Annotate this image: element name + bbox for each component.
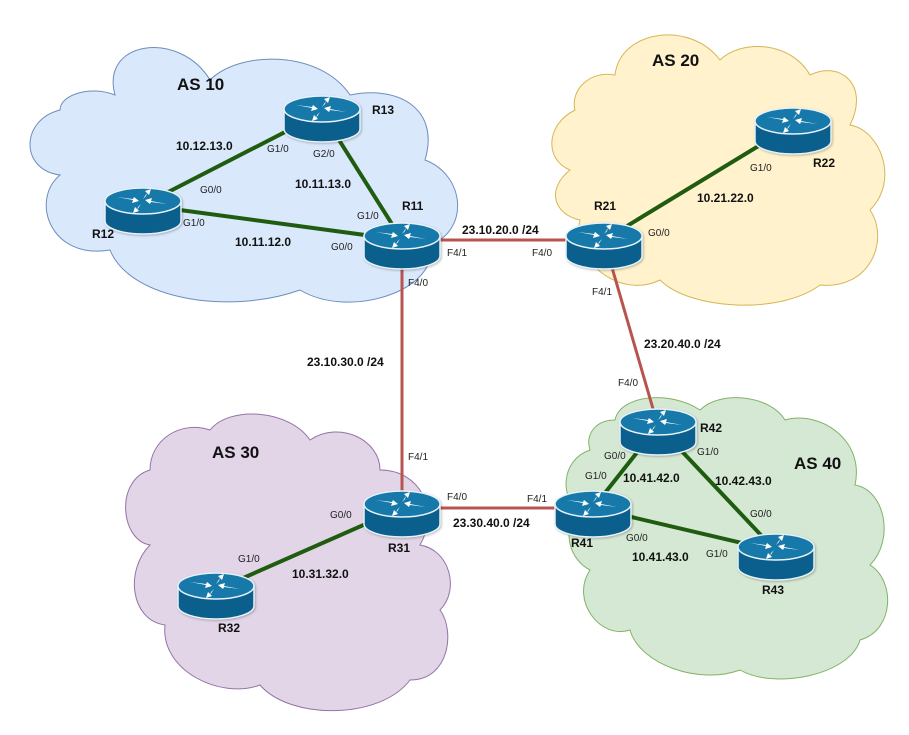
as10-label: AS 10: [177, 75, 224, 94]
router-icon-r32[interactable]: [177, 572, 255, 620]
network-label: 10.21.22.0: [697, 191, 754, 205]
network-label: 10.41.42.0: [623, 471, 680, 485]
network-label: 10.12.13.0: [176, 139, 233, 153]
network-label: 10.11.13.0: [295, 177, 351, 191]
labels-layer: AS 10 AS 20 AS 30 AS 40 10.12.13.0 10.11…: [92, 51, 841, 635]
router-label-r42: R42: [700, 421, 722, 435]
interface-label: G0/0: [750, 509, 772, 520]
interface-label: G2/0: [313, 149, 335, 160]
network-label: 10.31.32.0: [292, 567, 349, 581]
router-label-r43: R43: [762, 583, 784, 597]
interface-label: G0/0: [648, 228, 670, 239]
interface-label: G0/0: [331, 242, 353, 253]
router-icon-r42[interactable]: [619, 408, 697, 456]
internal-link-r12-r11: [142, 203, 403, 242]
router-label-r13: R13: [372, 103, 394, 117]
network-label: 23.10.20.0 /24: [462, 223, 539, 237]
interface-label: G1/0: [697, 447, 719, 458]
router-icon-r43[interactable]: [737, 533, 815, 581]
interface-label: G1/0: [706, 549, 728, 560]
router-label-r31: R31: [388, 541, 410, 555]
interface-label: G1/0: [183, 218, 205, 229]
interface-label: G1/0: [238, 554, 260, 565]
router-icon-r22[interactable]: [754, 107, 832, 155]
router-icon-r41[interactable]: [554, 490, 632, 538]
external-link-r21-r42: [602, 239, 660, 427]
router-label-r12: R12: [92, 227, 114, 241]
router-icon-r13[interactable]: [283, 95, 361, 143]
router-icon-r12[interactable]: [104, 187, 182, 235]
network-label: 10.11.12.0: [235, 235, 291, 249]
router-label-r41: R41: [571, 536, 593, 550]
router-label-r11: R11: [402, 199, 424, 213]
interface-label: F4/1: [592, 287, 612, 298]
interface-label: F4/0: [408, 278, 428, 289]
interface-label: G1/0: [357, 211, 379, 222]
interface-label: F4/1: [447, 248, 467, 259]
interface-label: G0/0: [604, 451, 626, 462]
network-label: 23.30.40.0 /24: [453, 516, 530, 530]
network-label: 10.42.43.0: [715, 474, 772, 488]
router-label-r32: R32: [218, 621, 240, 635]
as20-label: AS 20: [652, 51, 699, 70]
as30-label: AS 30: [212, 443, 259, 462]
interface-label: G0/0: [200, 185, 222, 196]
router-icon-r21[interactable]: [565, 222, 643, 270]
as40-label: AS 40: [794, 454, 841, 473]
interface-label: G0/0: [330, 510, 352, 521]
interface-label: G0/0: [626, 533, 648, 544]
router-label-r22: R22: [813, 156, 835, 170]
interface-label: F4/1: [408, 452, 428, 463]
network-label: 23.10.30.0 /24: [307, 355, 384, 369]
router-icon-r31[interactable]: [363, 490, 441, 538]
interface-label: G1/0: [585, 471, 607, 482]
as30-cloud: [125, 413, 451, 712]
interface-label: G1/0: [750, 163, 772, 174]
interface-label: F4/0: [532, 248, 552, 259]
interface-label: G1/0: [267, 144, 289, 155]
interface-label: F4/0: [618, 378, 638, 389]
network-label: 23.20.40.0 /24: [644, 337, 721, 351]
interface-label: F4/1: [527, 494, 547, 505]
router-label-r21: R21: [594, 199, 616, 213]
network-label: 10.41.43.0: [632, 550, 689, 564]
interface-label: F4/0: [447, 492, 467, 503]
router-icon-r11[interactable]: [363, 222, 441, 270]
